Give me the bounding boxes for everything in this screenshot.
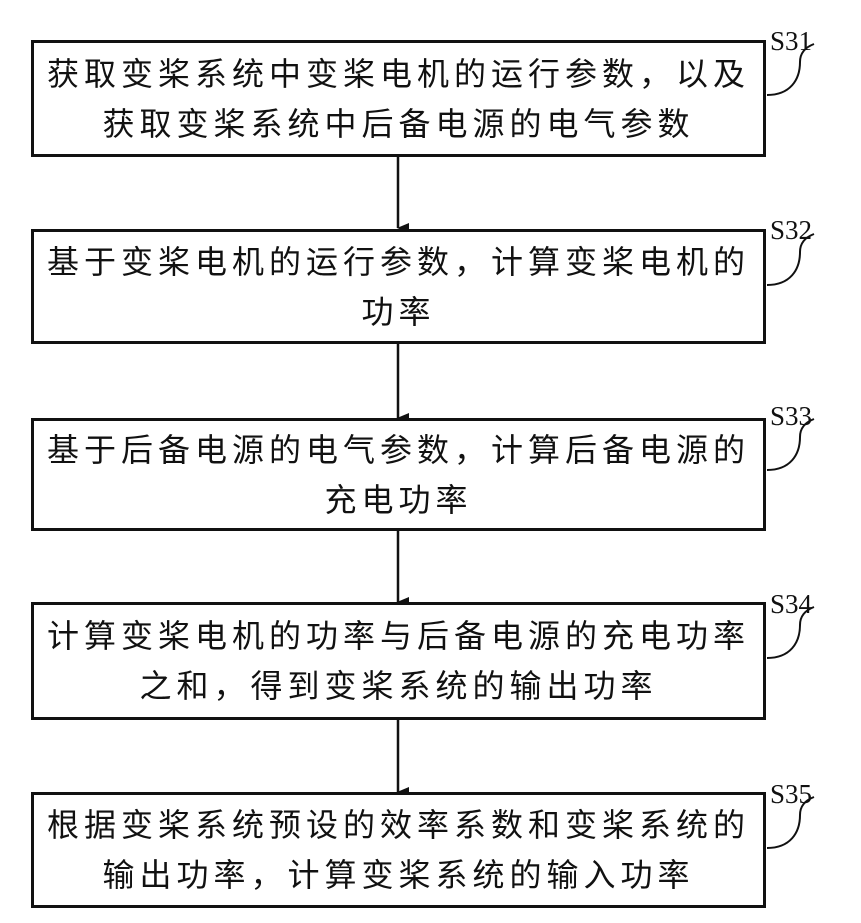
step-box-s35: 根据变桨系统预设的效率系数和变桨系统的 输出功率，计算变桨系统的输入功率 — [31, 792, 766, 908]
step-box-s31: 获取变桨系统中变桨电机的运行参数，以及 获取变桨系统中后备电源的电气参数 — [31, 40, 766, 157]
step-s33-line-2: 充电功率 — [324, 475, 472, 525]
step-s32-line-1: 基于变桨电机的运行参数，计算变桨电机的 — [47, 237, 750, 287]
step-s31-line-2: 获取变桨系统中后备电源的电气参数 — [102, 99, 694, 149]
step-box-s32: 基于变桨电机的运行参数，计算变桨电机的 功率 — [31, 229, 766, 344]
step-box-s34: 计算变桨电机的功率与后备电源的充电功率 之和，得到变桨系统的输出功率 — [31, 602, 766, 720]
step-label-s32: S32 — [770, 215, 812, 245]
step-label-s31: S31 — [770, 26, 812, 56]
step-s34-line-2: 之和，得到变桨系统的输出功率 — [139, 661, 657, 711]
step-s35-line-1: 根据变桨系统预设的效率系数和变桨系统的 — [47, 800, 750, 850]
step-label-s34: S34 — [770, 589, 812, 619]
step-s32-line-2: 功率 — [361, 287, 435, 337]
step-box-s33: 基于后备电源的电气参数，计算后备电源的 充电功率 — [31, 418, 766, 531]
step-s31-line-1: 获取变桨系统中变桨电机的运行参数，以及 — [47, 49, 750, 99]
step-s34-line-1: 计算变桨电机的功率与后备电源的充电功率 — [47, 611, 750, 661]
step-s33-line-1: 基于后备电源的电气参数，计算后备电源的 — [47, 425, 750, 475]
step-label-s35: S35 — [770, 779, 812, 809]
step-s35-line-2: 输出功率，计算变桨系统的输入功率 — [102, 850, 694, 900]
step-label-s33: S33 — [770, 401, 812, 431]
